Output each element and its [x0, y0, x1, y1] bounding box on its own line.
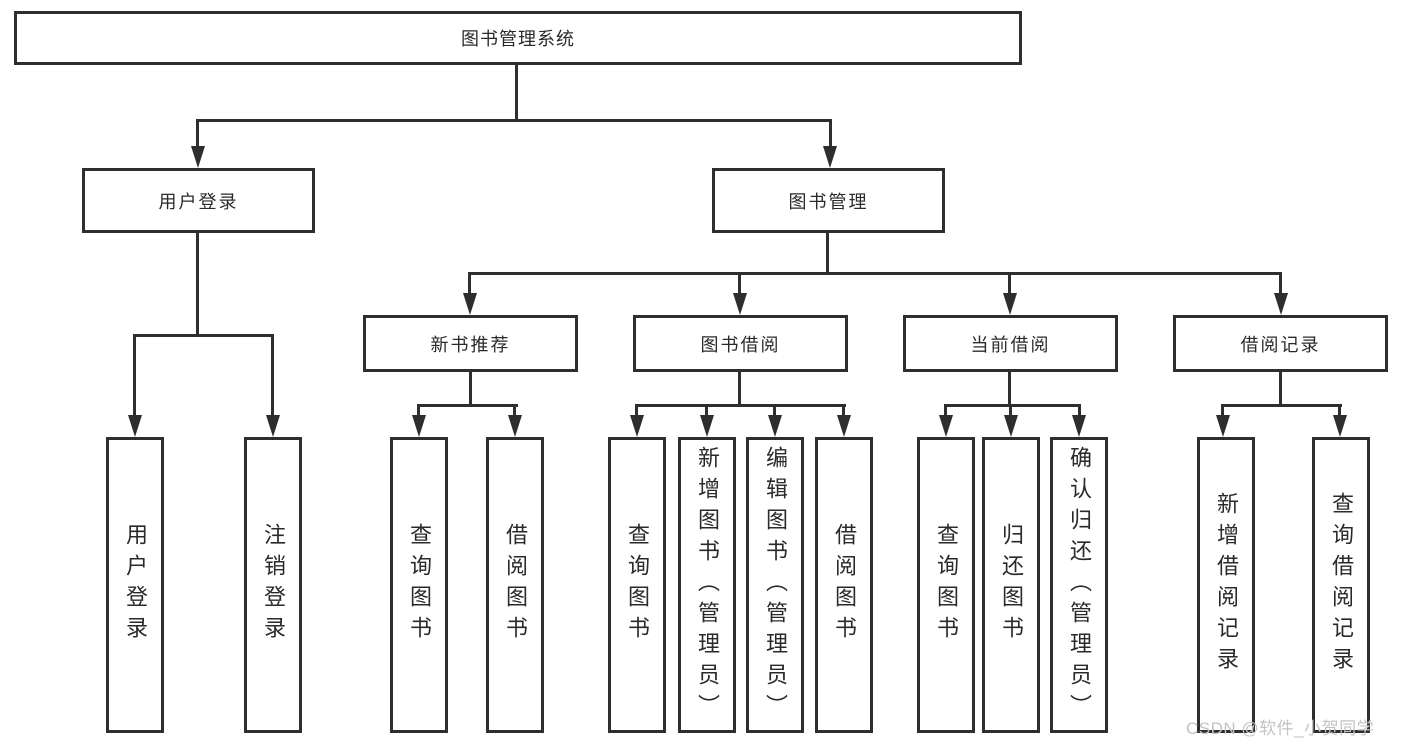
- leaf-node-borrow-books-label: 借阅图书: [832, 523, 857, 647]
- connector-line: [842, 404, 845, 418]
- connector-line: [468, 272, 471, 296]
- arrow-down-icon: [508, 415, 522, 437]
- leaf-node-user-login-label: 用户登录: [123, 523, 148, 647]
- leaf-node-return-books: 归还图书: [982, 437, 1040, 733]
- node-new-book-recommend-label: 新书推荐: [430, 334, 511, 355]
- node-book-management-label: 图书管理: [788, 191, 869, 212]
- connector-line: [1008, 370, 1011, 407]
- connector-line: [1221, 404, 1342, 407]
- node-current-borrowing-label: 当前借阅: [970, 334, 1051, 355]
- connector-line: [1008, 272, 1011, 296]
- leaf-node-borrow-books: 借阅图书: [815, 437, 873, 733]
- connector-line: [944, 404, 947, 418]
- connector-line: [773, 404, 776, 418]
- connector-line: [1279, 370, 1282, 407]
- leaf-node-add-borrow-record: 新增借阅记录: [1197, 437, 1255, 733]
- node-book-borrowing-label: 图书借阅: [700, 334, 781, 355]
- leaf-node-query-books-recommend: 查询图书: [390, 437, 448, 733]
- leaf-node-return-books-label: 归还图书: [999, 523, 1024, 647]
- leaf-node-user-login: 用户登录: [106, 437, 164, 733]
- node-user-login: 用户登录: [82, 168, 315, 233]
- node-borrowing-records-label: 借阅记录: [1240, 334, 1321, 355]
- leaf-node-logout: 注销登录: [244, 437, 302, 733]
- leaf-node-query-books-recommend-label: 查询图书: [407, 523, 432, 647]
- arrow-down-icon: [768, 415, 782, 437]
- leaf-node-add-borrow-record-label: 新增借阅记录: [1214, 492, 1239, 678]
- arrow-down-icon: [939, 415, 953, 437]
- arrow-down-icon: [1072, 415, 1086, 437]
- connector-line: [1009, 404, 1012, 418]
- connector-line: [1221, 404, 1224, 418]
- connector-line: [417, 404, 420, 418]
- leaf-node-borrow-books-recommend-label: 借阅图书: [503, 523, 528, 647]
- connector-line: [738, 272, 741, 296]
- connector-line: [705, 404, 708, 418]
- connector-line: [1338, 404, 1341, 418]
- node-user-login-label: 用户登录: [158, 191, 239, 212]
- arrow-down-icon: [823, 146, 837, 168]
- leaf-node-query-books: 查询图书: [608, 437, 666, 733]
- connector-line: [635, 404, 638, 418]
- arrow-down-icon: [700, 415, 714, 437]
- arrow-down-icon: [128, 415, 142, 437]
- connector-line: [468, 272, 1282, 275]
- leaf-node-query-borrow-record-label: 查询借阅记录: [1329, 492, 1354, 678]
- connector-line: [417, 404, 518, 407]
- arrow-down-icon: [266, 415, 280, 437]
- leaf-node-query-books-current: 查询图书: [917, 437, 975, 733]
- arrow-down-icon: [1003, 293, 1017, 315]
- connector-line: [944, 404, 1081, 407]
- connector-line: [738, 370, 741, 407]
- connector-line: [1078, 404, 1081, 418]
- leaf-node-query-borrow-record: 查询借阅记录: [1312, 437, 1370, 733]
- connector-line: [133, 334, 274, 337]
- leaf-node-confirm-return-admin-label: 确认归还（管理员）: [1067, 445, 1092, 725]
- leaf-node-edit-books-admin-label: 编辑图书（管理员）: [763, 445, 788, 725]
- connector-line: [513, 404, 516, 418]
- leaf-node-add-books-admin-label: 新增图书（管理员）: [695, 445, 720, 725]
- arrow-down-icon: [463, 293, 477, 315]
- node-new-book-recommend: 新书推荐: [363, 315, 578, 372]
- leaf-node-edit-books-admin: 编辑图书（管理员）: [746, 437, 804, 733]
- connector-line: [133, 334, 136, 418]
- node-root-label: 图书管理系统: [461, 29, 575, 49]
- node-book-management: 图书管理: [712, 168, 945, 233]
- connector-line: [1279, 272, 1282, 296]
- node-current-borrowing: 当前借阅: [903, 315, 1118, 372]
- arrow-down-icon: [1216, 415, 1230, 437]
- connector-line: [196, 119, 199, 149]
- connector-line: [515, 65, 518, 121]
- leaf-node-query-books-label: 查询图书: [625, 523, 650, 647]
- connector-line: [196, 119, 832, 122]
- connector-line: [826, 231, 829, 274]
- arrow-down-icon: [191, 146, 205, 168]
- arrow-down-icon: [1333, 415, 1347, 437]
- node-book-borrowing: 图书借阅: [633, 315, 848, 372]
- leaf-node-query-books-current-label: 查询图书: [934, 523, 959, 647]
- node-borrowing-records: 借阅记录: [1173, 315, 1388, 372]
- arrow-down-icon: [733, 293, 747, 315]
- node-root-system: 图书管理系统: [14, 11, 1022, 65]
- leaf-node-logout-label: 注销登录: [261, 523, 286, 647]
- connector-line: [829, 119, 832, 149]
- connector-line: [469, 370, 472, 407]
- arrow-down-icon: [1004, 415, 1018, 437]
- connector-line: [271, 334, 274, 418]
- connector-line: [196, 231, 199, 336]
- arrow-down-icon: [1274, 293, 1288, 315]
- leaf-node-add-books-admin: 新增图书（管理员）: [678, 437, 736, 733]
- connector-line: [635, 404, 846, 407]
- leaf-node-borrow-books-recommend: 借阅图书: [486, 437, 544, 733]
- leaf-node-confirm-return-admin: 确认归还（管理员）: [1050, 437, 1108, 733]
- watermark: CSDN @软件_小贺同学: [1186, 719, 1375, 738]
- arrow-down-icon: [412, 415, 426, 437]
- arrow-down-icon: [630, 415, 644, 437]
- arrow-down-icon: [837, 415, 851, 437]
